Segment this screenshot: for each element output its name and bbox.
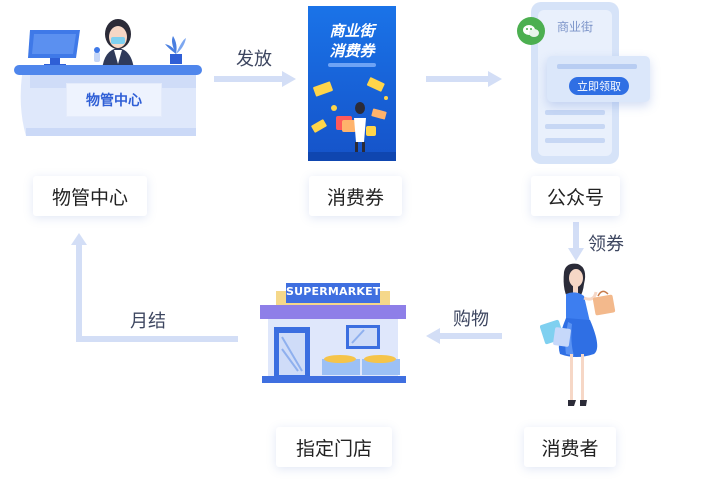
- node-label-official-account-text: 公众号: [546, 186, 604, 209]
- edge-label-claim: 领券: [588, 234, 624, 255]
- claim-card: 立即领取: [547, 56, 650, 102]
- shopping-scene-icon: [308, 77, 396, 161]
- monitor-icon: [28, 30, 80, 67]
- node-label-property-center: 物管中心: [33, 176, 147, 216]
- store-sign-board: [286, 283, 380, 303]
- node-label-coupon-text: 消费券: [326, 186, 384, 209]
- coupon-poster: 商业街 消费券: [308, 6, 396, 161]
- node-label-official-account: 公众号: [531, 176, 620, 216]
- claim-button[interactable]: 立即领取: [569, 77, 629, 95]
- desk-top: [14, 65, 202, 75]
- plant-icon: [165, 36, 186, 64]
- wechat-icon: [517, 17, 545, 45]
- poster-title-1: 商业街: [329, 22, 375, 40]
- arrow-issue: [214, 71, 296, 87]
- staff-person-icon: [94, 19, 134, 70]
- arrow-coupon-to-account: [426, 71, 502, 87]
- desk-sign-text: 物管中心: [86, 93, 142, 109]
- node-label-consumer-text: 消费者: [541, 437, 599, 460]
- store-sign-text: SUPERMARKET: [286, 285, 381, 298]
- property-center-illustration: [14, 19, 202, 136]
- claim-button-label: 立即领取: [577, 80, 621, 93]
- phone-header-text: 商业街: [556, 20, 593, 34]
- arrow-shop: [426, 328, 502, 344]
- shopping-bag-icon: [592, 290, 616, 316]
- arrow-settle: [71, 233, 238, 342]
- node-label-store: 指定门店: [276, 427, 392, 467]
- arrow-claim: [568, 222, 584, 261]
- store-illustration: [260, 283, 406, 383]
- poster-title-2: 消费券: [329, 42, 375, 60]
- edge-label-settle: 月结: [130, 311, 166, 332]
- shopper-person-icon: [558, 263, 598, 406]
- edge-label-shop: 购物: [453, 309, 489, 330]
- edge-label-issue: 发放: [236, 49, 272, 70]
- consumer-illustration: [540, 263, 616, 406]
- node-label-store-text: 指定门店: [295, 437, 372, 460]
- shopping-bag-icon-2: [540, 319, 571, 347]
- node-label-consumer: 消费者: [524, 427, 616, 467]
- node-label-coupon: 消费券: [309, 176, 402, 216]
- node-label-property-center-text: 物管中心: [51, 186, 128, 209]
- desk-sign: 物管中心: [66, 83, 162, 117]
